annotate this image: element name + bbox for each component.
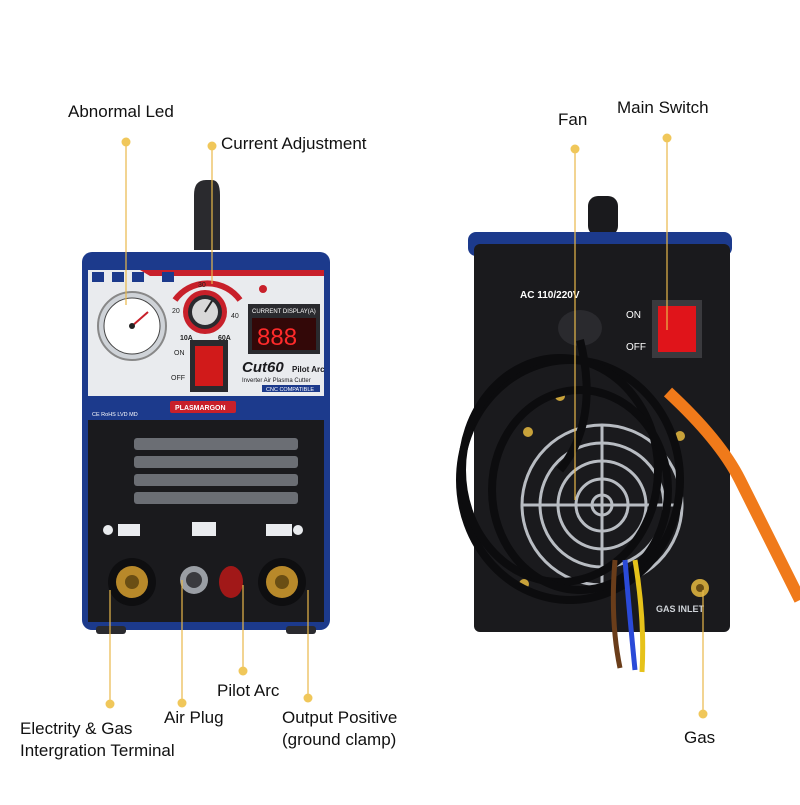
voltage-label: AC 110/220V (520, 290, 580, 301)
label-electricity-gas-line2: Intergration Terminal (20, 741, 175, 760)
front-handle (194, 180, 220, 250)
gas-inlet-text: GAS INLET (656, 604, 705, 614)
label-output-positive-line1: Output Positive (282, 708, 398, 727)
front-switch-off: OFF (171, 375, 185, 382)
cert-text: CE RoHS LVD MD (92, 412, 138, 418)
subtitle-text: Inverter Air Plasma Cutter (242, 378, 311, 384)
dial-min: 10A (180, 335, 193, 342)
dial-max: 60A (218, 335, 231, 342)
label-gas: Gas (684, 728, 716, 747)
current-display-digits: 888 (257, 324, 297, 351)
back-switch-on: ON (626, 310, 641, 321)
model-text: Cut60 (242, 359, 284, 376)
back-machine: AC 110/220V ON OFF G (456, 196, 800, 673)
label-abnormal-led: Abnormal Led (68, 102, 174, 121)
power-cable-coil (456, 339, 684, 604)
abnormal-led (259, 285, 267, 293)
callout-dots (105, 133, 708, 719)
front-machine: 30 20 40 10A 60A CURRENT DISPLAY(A) 888 … (82, 180, 330, 634)
dial-20: 20 (172, 308, 180, 315)
dial-scale (172, 280, 243, 302)
gas-hose (663, 387, 800, 603)
label-current-adjustment: Current Adjustment (221, 134, 367, 153)
label-fan: Fan (558, 110, 588, 129)
label-pilot-arc: Pilot Arc (217, 681, 280, 700)
pilot-arc-connector[interactable] (219, 566, 243, 598)
brand-text: PLASMARGON (175, 405, 226, 412)
back-switch-off: OFF (626, 342, 646, 353)
callout-lines (109, 138, 704, 714)
dial-30: 30 (198, 282, 206, 289)
label-air-plug: Air Plug (164, 708, 224, 727)
pilot-arc-text: Pilot Arc (292, 365, 325, 374)
cnc-text: CNC COMPATIBLE (266, 387, 314, 393)
label-main-switch: Main Switch (617, 98, 709, 117)
label-output-positive-line2: (ground clamp) (282, 730, 397, 749)
front-switch-on: ON (174, 350, 185, 357)
dial-40: 40 (231, 313, 239, 320)
label-electricity-gas-line1: Electrity & Gas (20, 719, 133, 738)
label-output-positive: Output Positive (ground clamp) (282, 707, 397, 751)
label-electricity-gas-terminal: Electrity & Gas Intergration Terminal (20, 718, 175, 762)
current-display-label: CURRENT DISPLAY(A) (252, 309, 316, 315)
